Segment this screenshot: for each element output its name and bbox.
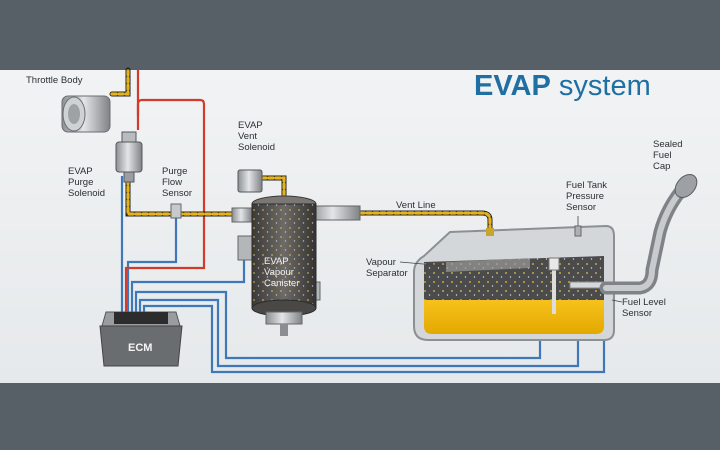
label-evap-vapour-canister: EVAP Vapour Canister — [264, 256, 300, 289]
vapour-lines — [109, 67, 493, 235]
label-fuel-level-sensor: Fuel Level Sensor — [622, 297, 666, 319]
fuel-tank — [413, 224, 615, 341]
leader-lines — [399, 216, 623, 303]
label-vent-line: Vent Line — [396, 200, 436, 211]
label-throttle-body: Throttle Body — [26, 75, 83, 86]
throttle-body — [61, 95, 111, 133]
label-purge-flow-sensor: Purge Flow Sensor — [162, 166, 193, 199]
label-evap-purge-solenoid: EVAP Purge Solenoid — [68, 166, 105, 199]
vapour-canister — [231, 195, 361, 336]
purge-solenoid — [115, 131, 143, 183]
top-band — [0, 0, 720, 70]
label-sealed-fuel-cap: Sealed Fuel Cap — [653, 139, 683, 172]
filler-neck — [599, 173, 698, 295]
label-evap-vent-solenoid: EVAP Vent Solenoid — [238, 120, 275, 153]
purge-flow-sensor — [170, 203, 182, 219]
label-ecm: ECM — [128, 342, 153, 354]
ecm-module — [99, 311, 183, 367]
label-vapour-separator: Vapour Separator — [366, 257, 408, 279]
label-fuel-tank-pressure-sensor: Fuel Tank Pressure Sensor — [566, 180, 608, 213]
bottom-band — [0, 383, 720, 450]
vent-solenoid — [237, 169, 263, 193]
diagram-title: EVAP system — [474, 70, 651, 102]
red-wiring — [124, 70, 206, 312]
